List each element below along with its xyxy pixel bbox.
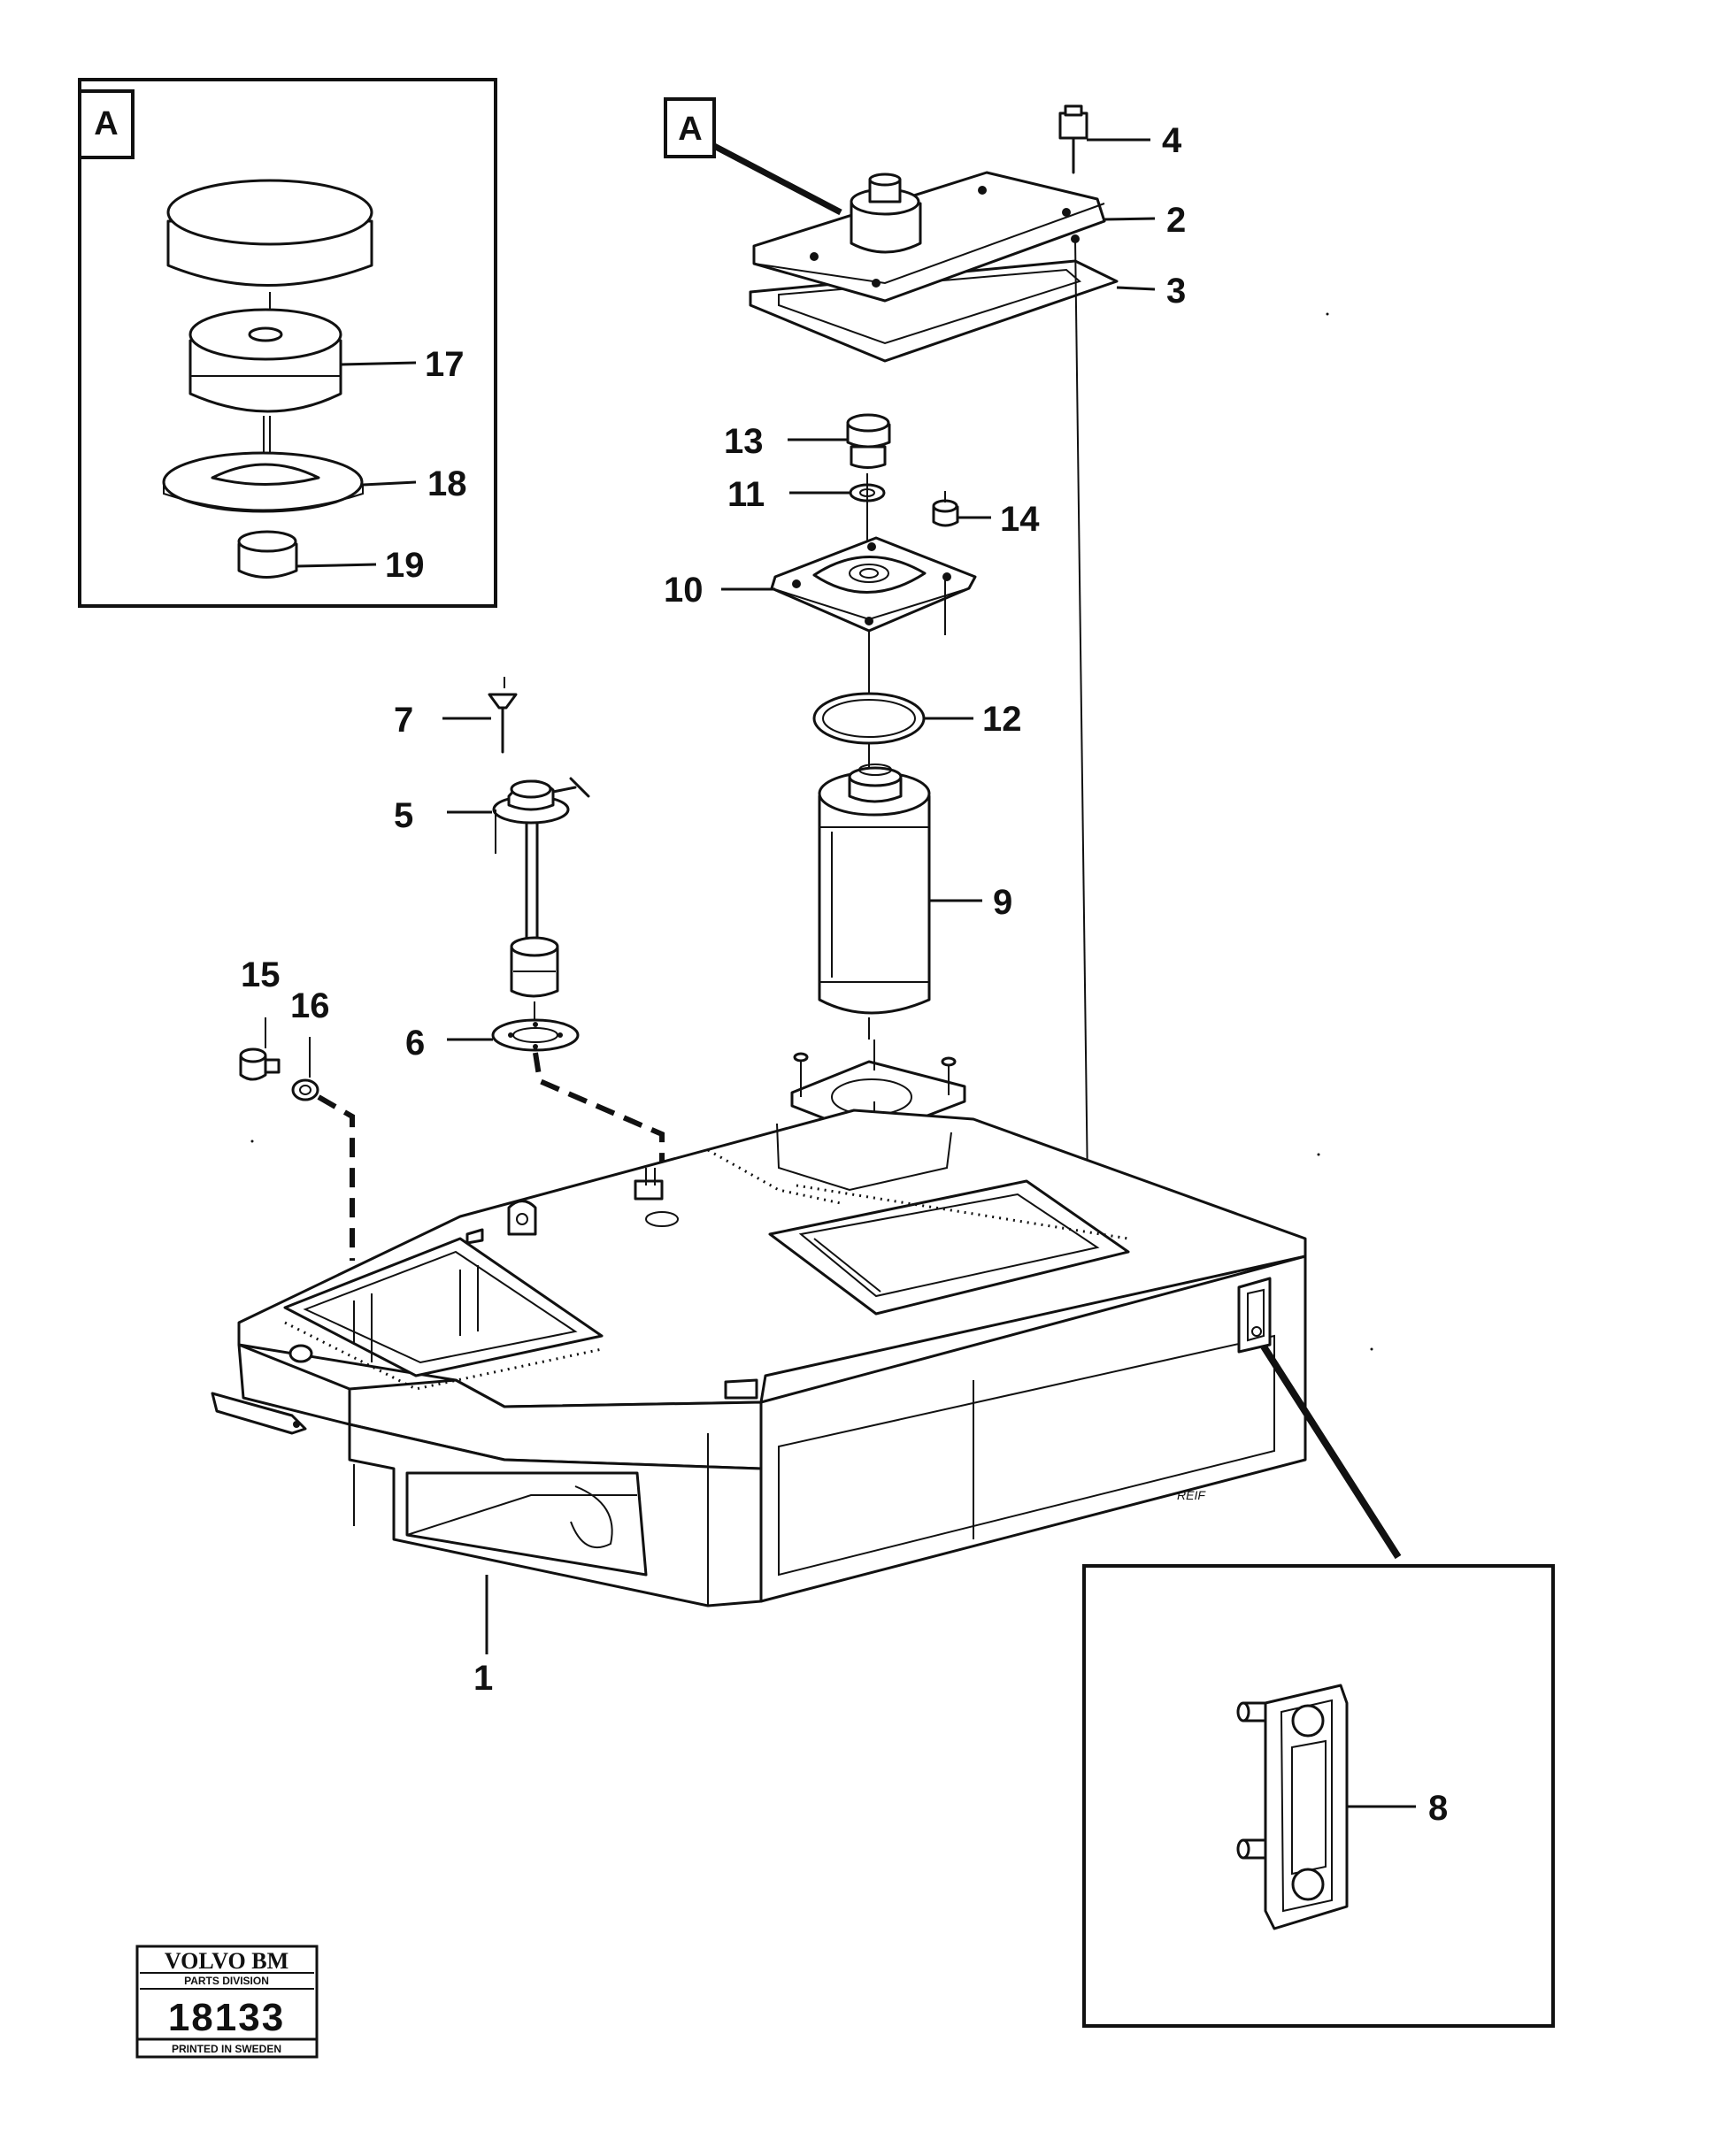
callout-5: 5 bbox=[394, 796, 413, 835]
detail-a-inset: A 17 18 19 bbox=[78, 78, 497, 608]
screw-7 bbox=[488, 677, 518, 754]
bushing-19 bbox=[237, 530, 298, 579]
callout-16: 16 bbox=[290, 986, 330, 1025]
logo-division: PARTS DIVISION bbox=[184, 1975, 269, 1987]
callout-2: 2 bbox=[1166, 201, 1186, 240]
logo-brand: VOLVO BM bbox=[165, 1948, 288, 1974]
breather-window bbox=[1237, 1277, 1272, 1354]
volvo-bm-logo: VOLVO BM PARTS DIVISION 18133 PRINTED IN… bbox=[135, 1945, 319, 2059]
level-gauge-assembly: 7 5 6 bbox=[394, 677, 665, 1194]
draftsman-mark: REIF bbox=[1177, 1488, 1206, 1502]
filter-cap bbox=[166, 179, 373, 287]
sight-glass-8 bbox=[1236, 1684, 1349, 1930]
callout-6: 6 bbox=[405, 1024, 425, 1063]
cover-detail-tag-label: A bbox=[678, 111, 702, 148]
callout-3: 3 bbox=[1166, 272, 1186, 311]
drain-plug-assembly: 15 16 bbox=[239, 955, 355, 1261]
spring-plate-18 bbox=[162, 416, 364, 513]
detail-a-tag bbox=[78, 89, 135, 159]
callout-10: 10 bbox=[664, 571, 704, 610]
callout-12: 12 bbox=[982, 700, 1022, 739]
callout-1: 1 bbox=[473, 1659, 493, 1698]
level-sensor-5 bbox=[492, 777, 590, 1026]
logo-footer: PRINTED IN SWEDEN bbox=[172, 2043, 281, 2055]
filter-housing-parts: 13 11 14 10 bbox=[664, 413, 1040, 1139]
logo-number: 18133 bbox=[168, 1996, 285, 2039]
hydraulic-tank-1: REIF 1 bbox=[211, 1109, 1307, 1698]
flange-cover-10 bbox=[770, 536, 977, 635]
cover-plate-assembly: A 4 2 bbox=[664, 97, 1186, 1257]
o-ring-12 bbox=[812, 692, 926, 745]
cover-detail-tag bbox=[664, 97, 716, 158]
cover-plate-2 bbox=[752, 171, 1106, 303]
detail-8-inset: 8 bbox=[1082, 1344, 1555, 2028]
callout-9: 9 bbox=[993, 883, 1012, 922]
callout-18: 18 bbox=[427, 464, 467, 503]
bolt-4 bbox=[1058, 104, 1088, 174]
plug-13 bbox=[846, 413, 891, 469]
gauge-gasket-6 bbox=[491, 1018, 580, 1052]
detail-a-tag-label: A bbox=[94, 105, 118, 142]
callout-4: 4 bbox=[1162, 121, 1182, 160]
nut-14 bbox=[932, 491, 959, 527]
callout-15: 15 bbox=[241, 955, 281, 994]
callout-19: 19 bbox=[385, 546, 425, 585]
washer-16 bbox=[291, 1037, 319, 1101]
callout-8: 8 bbox=[1428, 1789, 1448, 1828]
filter-element-17 bbox=[188, 308, 342, 413]
plug-15 bbox=[239, 1017, 281, 1081]
callout-13: 13 bbox=[724, 422, 764, 461]
callout-7: 7 bbox=[394, 701, 413, 740]
callout-17: 17 bbox=[425, 345, 465, 384]
callout-14: 14 bbox=[1000, 500, 1040, 539]
filter-element-9 bbox=[818, 763, 931, 1040]
callout-11: 11 bbox=[727, 475, 765, 514]
